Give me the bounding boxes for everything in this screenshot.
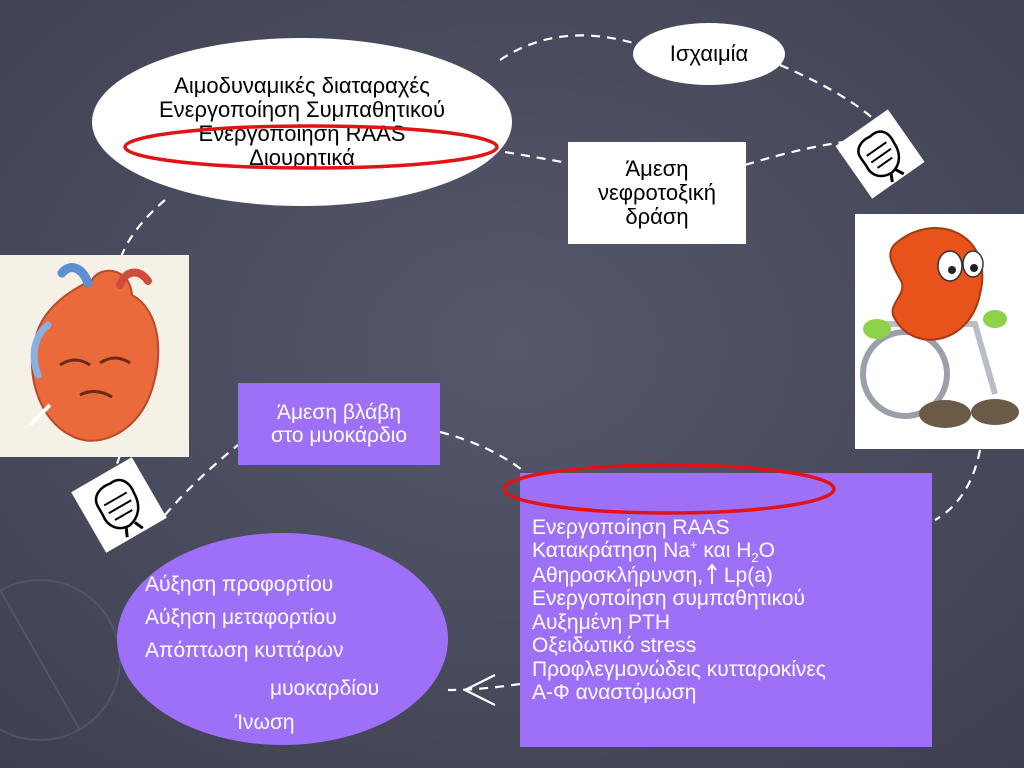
arrowhead-icon — [462, 674, 496, 706]
hemodynamic-node: Αιμοδυναμικές διαταραχές Ενεργοποίηση Συ… — [92, 38, 512, 206]
renal-factor-pth: Αυξημένη PTH — [532, 610, 671, 634]
cardiac-effect-afterload: Αύξηση μεταφορτίου — [145, 606, 337, 629]
heart-picture — [0, 255, 189, 457]
ischemia-label: Ισχαιμία — [669, 41, 749, 66]
nephrotoxic-line-3: δράση — [625, 204, 689, 229]
renal-factor-cytokines: Προφλεγμονώδεις κυτταροκίνες — [532, 657, 826, 681]
connector-fist-to-oval — [164, 444, 239, 516]
renal-factor-raas: Ενεργοποίηση RAAS — [532, 515, 730, 539]
fist-icon — [94, 478, 144, 538]
connector-heart-to-fist — [113, 454, 122, 471]
myocardial-damage-node: Άμεση βλάβη στο μυοκάρδιο — [238, 383, 440, 465]
hemodynamic-line-1: Αιμοδυναμικές διαταραχές — [174, 73, 430, 98]
renal-factor-av-anastomosis: Α-Φ αναστόμωση — [532, 681, 697, 704]
cardiac-effect-myocardium: μυοκαρδίου — [270, 677, 380, 700]
up-arrow-icon — [707, 562, 717, 584]
hemodynamic-line-4: Διουρητικά — [249, 145, 355, 170]
hemodynamic-line-2: Ενεργοποίηση Συμπαθητικού — [158, 97, 445, 122]
cardiac-effect-apoptosis: Απόπτωση κυττάρων — [145, 639, 344, 662]
renal-factors-node: Ενεργοποίηση RAAS Κατακράτηση Na+ και H2… — [520, 473, 932, 747]
connector-hemo-to-nephro — [504, 150, 569, 165]
fist-picture-bottom — [71, 457, 167, 553]
fist-icon — [857, 130, 905, 183]
connector-top-arc — [499, 34, 641, 61]
cardiac-effect-preload: Αύξηση προφορτίου — [145, 573, 334, 596]
nephrotoxic-node: Άμεση νεφροτοξική δράση — [568, 142, 746, 244]
connector-ischemia-to-fist — [779, 63, 881, 126]
renal-factor-na-retention: Κατακράτηση Na+ και H2O — [532, 537, 775, 566]
heart-illustration — [28, 263, 160, 442]
fist-picture-top — [835, 109, 925, 199]
myocardial-damage-line-2: στο μυοκάρδιο — [270, 424, 408, 447]
renal-factor-oxidative-stress: Οξειδωτικό stress — [532, 634, 697, 657]
cardiac-effects-node: Αύξηση προφορτίου Αύξηση μεταφορτίου Από… — [117, 533, 448, 745]
connector-renal-to-oval — [447, 682, 521, 692]
renal-factor-sympathetic: Ενεργοποίηση συμπαθητικού — [532, 587, 805, 610]
connector-damage-to-renal — [439, 430, 526, 473]
kidney-in-wheelchair-illustration — [860, 227, 1019, 428]
highlight-ring-raas-bottom — [502, 463, 836, 515]
ischemia-node: Ισχαιμία — [633, 23, 785, 85]
highlight-ring-raas-top — [123, 124, 499, 170]
renal-factor-atherosclerosis: Αθηροσκλήρυνση, Lp(a) — [532, 562, 773, 587]
nephrotoxic-line-2: νεφροτοξική — [597, 180, 717, 205]
cardiac-effect-fibrosis: Ίνωση — [235, 711, 295, 734]
connector-left-arc — [118, 199, 166, 261]
nephrotoxic-line-1: Άμεση — [625, 156, 689, 181]
myocardial-damage-line-1: Άμεση βλάβη — [276, 400, 402, 424]
kidney-picture — [855, 214, 1024, 449]
